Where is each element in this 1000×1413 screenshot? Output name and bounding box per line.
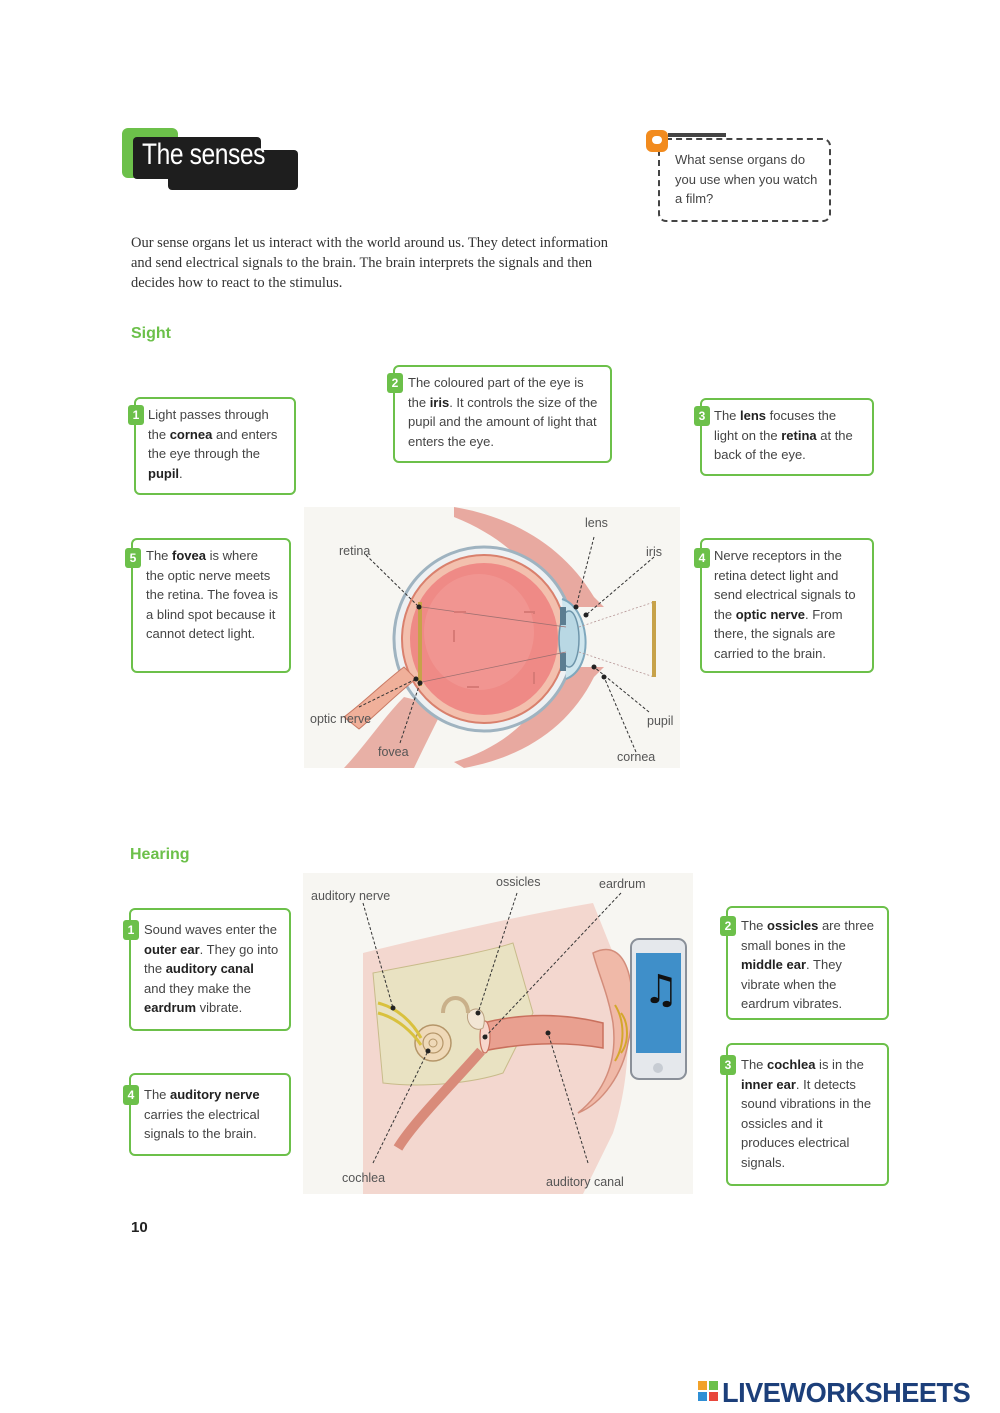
label-retina: retina [339,544,371,558]
eye-illustration [343,507,656,768]
label-auditory-nerve: auditory nerve [311,889,391,903]
label-pupil: pupil [647,714,674,728]
label-ossicles: ossicles [496,875,541,889]
sight-callout-2: 2 The coloured part of the eye is the ir… [387,365,612,463]
label-cornea: cornea [617,750,656,764]
callout-number: 4 [123,1085,139,1105]
hearing-callout-2: 2 The ossicles are three small bones in … [720,906,889,1020]
label-fovea: fovea [378,745,409,759]
question-bar [668,133,726,137]
question-text: What sense organs do you use when you wa… [675,152,818,206]
label-eardrum: eardrum [599,877,646,891]
sight-heading: Sight [131,325,171,342]
callout-number: 5 [125,548,141,568]
sight-callout-4: 4 Nerve receptors in the retina detect l… [694,538,874,673]
page-title: The senses [142,138,266,171]
callout-number: 3 [694,406,710,426]
liveworksheets-logo-icon [698,1381,720,1405]
callout-number: 1 [123,920,139,940]
hearing-callout-3: 3 The cochlea is in the inner ear. It de… [720,1043,889,1186]
sight-callout-1: 1 Light passes through the cornea and en… [128,397,296,495]
label-cochlea: cochlea [342,1171,386,1185]
callout-number: 4 [694,548,710,568]
label-iris: iris [646,545,662,559]
label-auditory-canal: auditory canal [546,1175,624,1189]
ear-diagram: ♫ auditory nerve ossicles eardrum cochle… [303,873,693,1194]
callout-number: 2 [387,373,403,393]
callout-number: 2 [720,916,736,936]
ear-illustration: ♫ [362,892,687,1194]
sight-callout-5: 5 The fovea is where the optic nerve mee… [125,538,291,673]
intro-text: Our sense organs let us interact with th… [131,235,609,291]
speech-bubble-icon [646,130,668,152]
liveworksheets-watermark[interactable]: LIVEWORKSHEETS [722,1377,971,1408]
label-optic-nerve: optic nerve [310,712,372,726]
hearing-callout-4: 4 The auditory nerve carries the electri… [123,1073,291,1156]
page-number: 10 [131,1219,148,1236]
svg-text:♫: ♫ [643,967,679,1013]
callout-number: 1 [128,405,144,425]
callout-number: 3 [720,1055,736,1075]
sight-callout-3: 3 The lens focuses the light on the reti… [694,398,874,476]
hearing-heading: Hearing [130,846,190,863]
eye-diagram: retina lens iris optic nerve fovea pupil… [304,507,680,768]
question-box [658,138,831,222]
title-background-shadow [168,150,298,190]
hearing-callout-1: 1 Sound waves enter the outer ear. They … [123,908,291,1031]
label-lens: lens [585,516,608,530]
